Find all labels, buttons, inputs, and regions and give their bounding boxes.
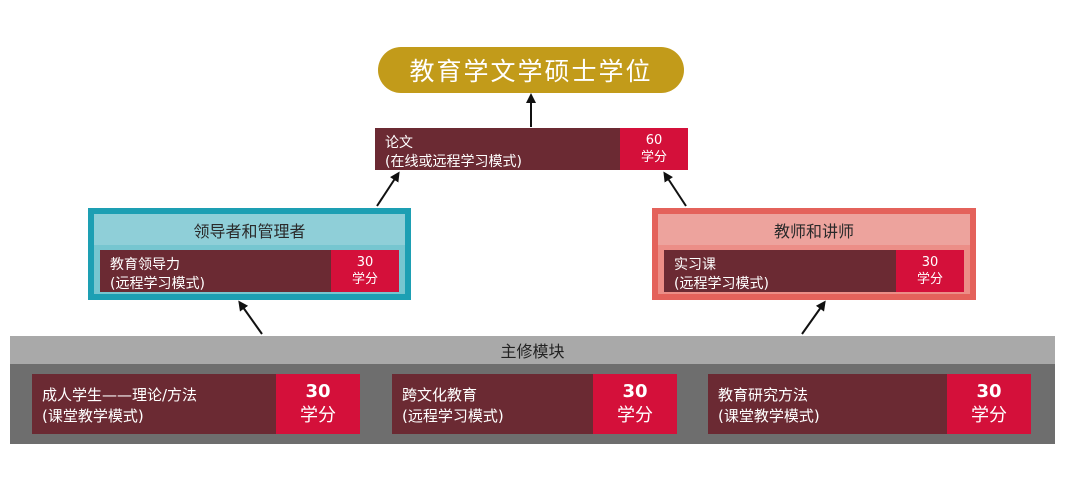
module-credits: 30 学分 — [593, 374, 677, 434]
thesis-block: 论文 (在线或远程学习模式) 60 学分 — [375, 128, 688, 170]
course-credits-value: 30 — [921, 255, 939, 270]
module-name-line2: (课堂教学模式) — [718, 407, 820, 425]
course-name: 实习课 (远程学习模式) — [674, 256, 769, 294]
module-credits-unit: 学分 — [971, 405, 1007, 426]
module-name-line1: 跨文化教育 — [402, 386, 478, 404]
module-name-line1: 教育研究方法 — [718, 386, 809, 404]
module-name-line2: (远程学习模式) — [402, 407, 504, 425]
thesis-name-line1: 论文 — [385, 135, 413, 151]
core-modules-panel: 成人学生——理论/方法 (课堂教学模式) 30 学分 跨文化教育 (远程学习模式… — [10, 364, 1055, 444]
course-credits: 30 学分 — [896, 250, 964, 292]
degree-title: 教育学文学硕士学位 — [378, 47, 684, 93]
module-credits-value: 30 — [305, 381, 331, 402]
module-credits-value: 30 — [976, 381, 1002, 402]
track-leaders-title: 领导者和管理者 — [94, 214, 405, 245]
module-name-line1: 成人学生——理论/方法 — [42, 386, 198, 404]
course-educational-leadership: 教育领导力 (远程学习模式) 30 学分 — [100, 250, 399, 292]
course-name-line2: (远程学习模式) — [674, 276, 769, 292]
course-practicum: 实习课 (远程学习模式) 30 学分 — [664, 250, 964, 292]
thesis-name: 论文 (在线或远程学习模式) — [385, 134, 522, 172]
core-module-intercultural-education: 跨文化教育 (远程学习模式) 30 学分 — [392, 374, 677, 434]
module-name-line2: (课堂教学模式) — [42, 407, 144, 425]
course-credits-value: 30 — [356, 255, 374, 270]
thesis-credits-unit: 学分 — [640, 150, 667, 165]
arrow-core-to-teacher — [801, 300, 826, 335]
course-name-line1: 教育领导力 — [110, 257, 180, 273]
module-credits: 30 学分 — [276, 374, 360, 434]
track-leaders-managers: 领导者和管理者 教育领导力 (远程学习模式) 30 学分 — [88, 208, 411, 300]
module-credits-unit: 学分 — [300, 405, 336, 426]
module-credits-value: 30 — [622, 381, 648, 402]
arrow-core-to-leader — [238, 300, 263, 335]
thesis-credits: 60 学分 — [620, 128, 688, 170]
core-modules-title: 主修模块 — [10, 336, 1055, 364]
thesis-name-line2: (在线或远程学习模式) — [385, 154, 522, 170]
module-name: 跨文化教育 (远程学习模式) — [402, 385, 504, 427]
track-teachers-title: 教师和讲师 — [658, 214, 970, 245]
course-credits-unit: 学分 — [916, 272, 943, 287]
track-teachers-lecturers: 教师和讲师 实习课 (远程学习模式) 30 学分 — [652, 208, 976, 300]
course-credits-unit: 学分 — [351, 272, 378, 287]
course-credits: 30 学分 — [331, 250, 399, 292]
course-name: 教育领导力 (远程学习模式) — [110, 256, 205, 294]
arrow-leader-to-thesis — [376, 171, 400, 207]
module-credits-unit: 学分 — [617, 405, 653, 426]
module-name: 成人学生——理论/方法 (课堂教学模式) — [42, 385, 197, 427]
arrow-teacher-to-thesis — [663, 171, 687, 207]
course-name-line1: 实习课 — [674, 257, 716, 273]
module-name: 教育研究方法 (课堂教学模式) — [718, 385, 820, 427]
thesis-credits-value: 60 — [645, 133, 663, 148]
course-name-line2: (远程学习模式) — [110, 276, 205, 292]
module-credits: 30 学分 — [947, 374, 1031, 434]
core-module-research-methods: 教育研究方法 (课堂教学模式) 30 学分 — [708, 374, 1031, 434]
core-module-adult-learners: 成人学生——理论/方法 (课堂教学模式) 30 学分 — [32, 374, 360, 434]
